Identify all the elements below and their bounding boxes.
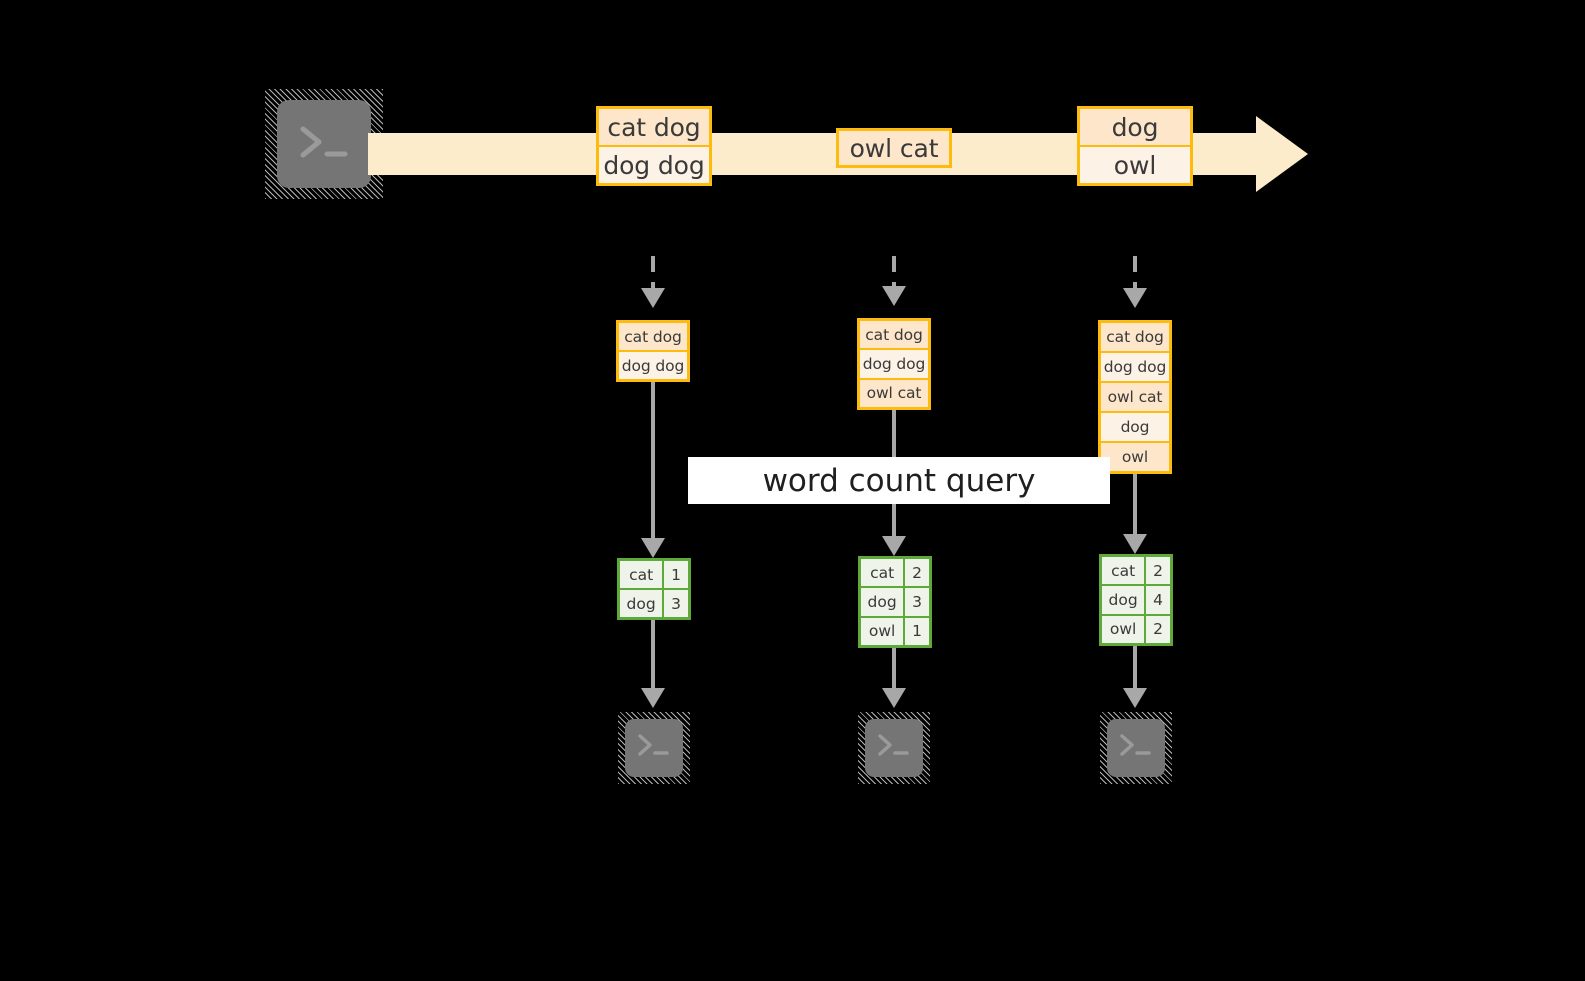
trigger-1-tick-connector xyxy=(651,256,655,300)
input-row: owl cat xyxy=(1101,381,1169,411)
trigger-3-sink-terminal-icon xyxy=(1100,712,1172,784)
trigger-3-query-connector xyxy=(1133,474,1137,536)
input-row: cat dog xyxy=(619,323,687,350)
result-word: owl xyxy=(861,617,904,645)
source-terminal-icon xyxy=(265,89,383,199)
result-count: 2 xyxy=(1144,615,1170,643)
trigger-1-sink-connector xyxy=(651,620,655,690)
result-word: dog xyxy=(1102,586,1145,614)
stream-batch-1-line-2: dog dog xyxy=(599,145,709,183)
result-count: 2 xyxy=(1144,557,1170,585)
trigger-1-sink-arrowhead xyxy=(641,688,665,708)
trigger-1-result-table: cat 1 dog 3 xyxy=(617,558,691,620)
stream-batch-1-line-1: cat dog xyxy=(599,109,709,145)
result-count: 3 xyxy=(903,588,929,616)
trigger-1-sink-terminal-icon xyxy=(618,712,690,784)
trigger-1-input-table: cat dog dog dog xyxy=(616,320,690,382)
input-row: owl cat xyxy=(860,377,928,407)
trigger-2-tick-connector xyxy=(892,256,896,298)
result-word: cat xyxy=(861,559,904,587)
result-word: cat xyxy=(1102,557,1145,585)
table-row: owl 2 xyxy=(1102,613,1170,643)
stream-band-arrowhead xyxy=(1256,116,1308,192)
trigger-2-tick-arrowhead xyxy=(882,286,906,306)
trigger-2-sink-terminal-icon xyxy=(858,712,930,784)
result-word: dog xyxy=(620,590,663,617)
trigger-1-query-connector xyxy=(651,382,655,540)
query-label: word count query xyxy=(762,462,1036,499)
prompt-glyph-icon xyxy=(300,126,348,158)
result-count: 1 xyxy=(662,561,688,588)
trigger-2-query-arrowhead xyxy=(882,536,906,556)
trigger-2-sink-arrowhead xyxy=(882,688,906,708)
stream-batch-1: cat dog dog dog xyxy=(596,106,712,186)
input-row: dog dog xyxy=(860,348,928,378)
result-count: 3 xyxy=(662,590,688,617)
table-row: dog 3 xyxy=(620,588,688,617)
table-row: dog 4 xyxy=(1102,584,1170,614)
terminal-body xyxy=(865,719,923,777)
trigger-1-query-arrowhead xyxy=(641,538,665,558)
terminal-body xyxy=(277,100,371,188)
terminal-body xyxy=(1107,719,1165,777)
table-row: owl 1 xyxy=(861,615,929,645)
stream-batch-3: dog owl xyxy=(1077,106,1193,186)
prompt-glyph-icon xyxy=(638,734,669,756)
trigger-1-tick-arrowhead xyxy=(641,288,665,308)
result-word: owl xyxy=(1102,615,1145,643)
query-label-band: word count query xyxy=(688,457,1110,504)
result-word: dog xyxy=(861,588,904,616)
prompt-glyph-icon xyxy=(878,734,909,756)
input-row: dog xyxy=(1101,411,1169,441)
table-row: cat 1 xyxy=(620,561,688,588)
table-row: cat 2 xyxy=(861,559,929,587)
input-row: dog dog xyxy=(1101,351,1169,381)
trigger-3-query-arrowhead xyxy=(1123,534,1147,554)
stream-batch-2: owl cat xyxy=(836,128,952,168)
table-row: cat 2 xyxy=(1102,557,1170,585)
trigger-2-result-table: cat 2 dog 3 owl 1 xyxy=(858,556,932,648)
trigger-3-result-table: cat 2 dog 4 owl 2 xyxy=(1099,554,1173,646)
result-count: 1 xyxy=(903,617,929,645)
input-row: owl xyxy=(1101,441,1169,471)
trigger-3-sink-arrowhead xyxy=(1123,688,1147,708)
result-word: cat xyxy=(620,561,663,588)
trigger-2-input-table: cat dog dog dog owl cat xyxy=(857,318,931,410)
terminal-body xyxy=(625,719,683,777)
input-row: cat dog xyxy=(1101,323,1169,351)
result-count: 2 xyxy=(903,559,929,587)
stream-batch-3-line-1: dog xyxy=(1080,109,1190,145)
trigger-3-input-table: cat dog dog dog owl cat dog owl xyxy=(1098,320,1172,474)
trigger-3-sink-connector xyxy=(1133,646,1137,690)
result-count: 4 xyxy=(1144,586,1170,614)
stream-batch-2-line-1: owl cat xyxy=(839,131,949,165)
prompt-glyph-icon xyxy=(1120,734,1151,756)
input-row: dog dog xyxy=(619,350,687,379)
input-row: cat dog xyxy=(860,321,928,349)
stream-batch-3-line-2: owl xyxy=(1080,145,1190,183)
trigger-3-tick-arrowhead xyxy=(1123,288,1147,308)
table-row: dog 3 xyxy=(861,586,929,616)
trigger-2-sink-connector xyxy=(892,648,896,690)
trigger-3-tick-connector xyxy=(1133,256,1137,300)
